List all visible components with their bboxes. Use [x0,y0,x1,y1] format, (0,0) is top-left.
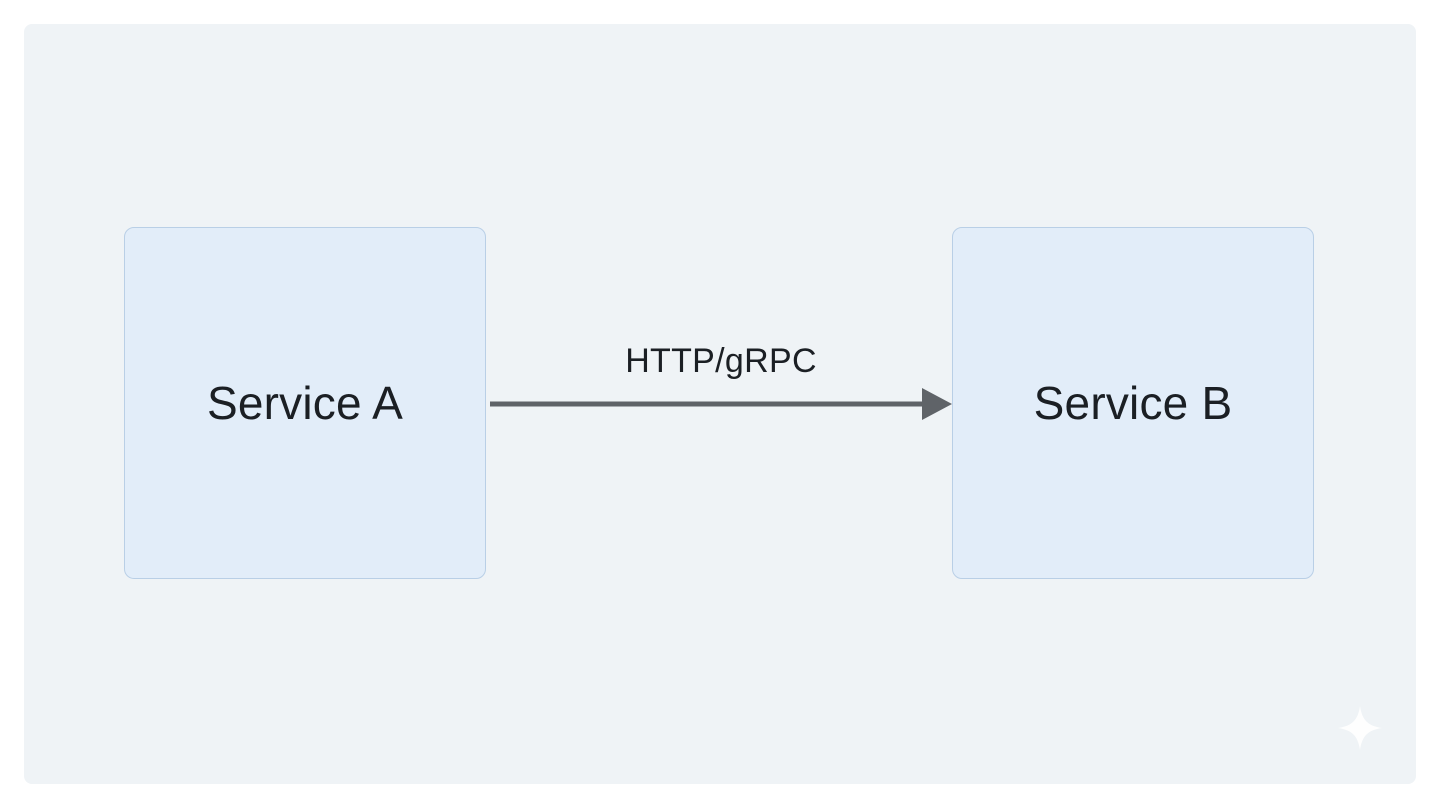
connection-arrow [490,388,952,420]
arrow-head [922,388,952,420]
service-b-box[interactable]: Service B [952,227,1314,579]
service-a-label: Service A [206,377,404,429]
sparkle-icon [1338,706,1382,750]
diagram-canvas: Service A Service B HTTP/gRPC [24,24,1416,784]
service-b-label: Service B [1033,377,1233,429]
service-a-box[interactable]: Service A [124,227,486,579]
connection-label: HTTP/gRPC [625,342,817,380]
